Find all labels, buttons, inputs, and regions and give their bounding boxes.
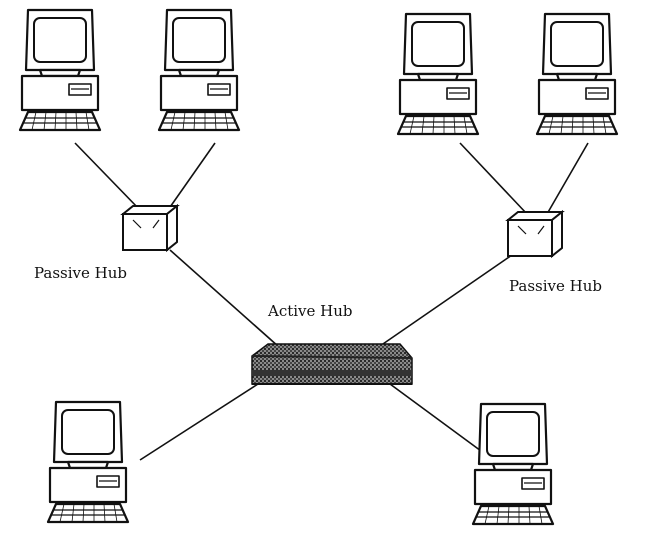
passive-hub-left (122, 205, 178, 251)
passive-hub-right (507, 211, 563, 257)
link-pc2-hubleft (167, 142, 216, 211)
active-hub-label: Active Hub (268, 302, 353, 320)
link-pc4-hubright (546, 142, 589, 215)
link-pc1-hubleft (74, 142, 141, 211)
link-pc3-hubright (459, 142, 528, 215)
computer-bottom-left (46, 400, 130, 524)
computer-bottom-right (471, 402, 555, 526)
link-hubright-active (379, 254, 513, 347)
active-hub (251, 343, 413, 385)
link-active-pc6 (389, 383, 497, 463)
computer-top-right-1 (396, 12, 480, 136)
passive-hub-right-label: Passive Hub (509, 277, 603, 295)
computer-top-left-1 (18, 8, 102, 132)
computer-top-right-2 (535, 12, 619, 136)
link-active-pc5 (139, 383, 259, 461)
link-hubleft-active (169, 249, 289, 356)
computer-top-left-2 (157, 8, 241, 132)
passive-hub-left-label: Passive Hub (34, 264, 128, 282)
